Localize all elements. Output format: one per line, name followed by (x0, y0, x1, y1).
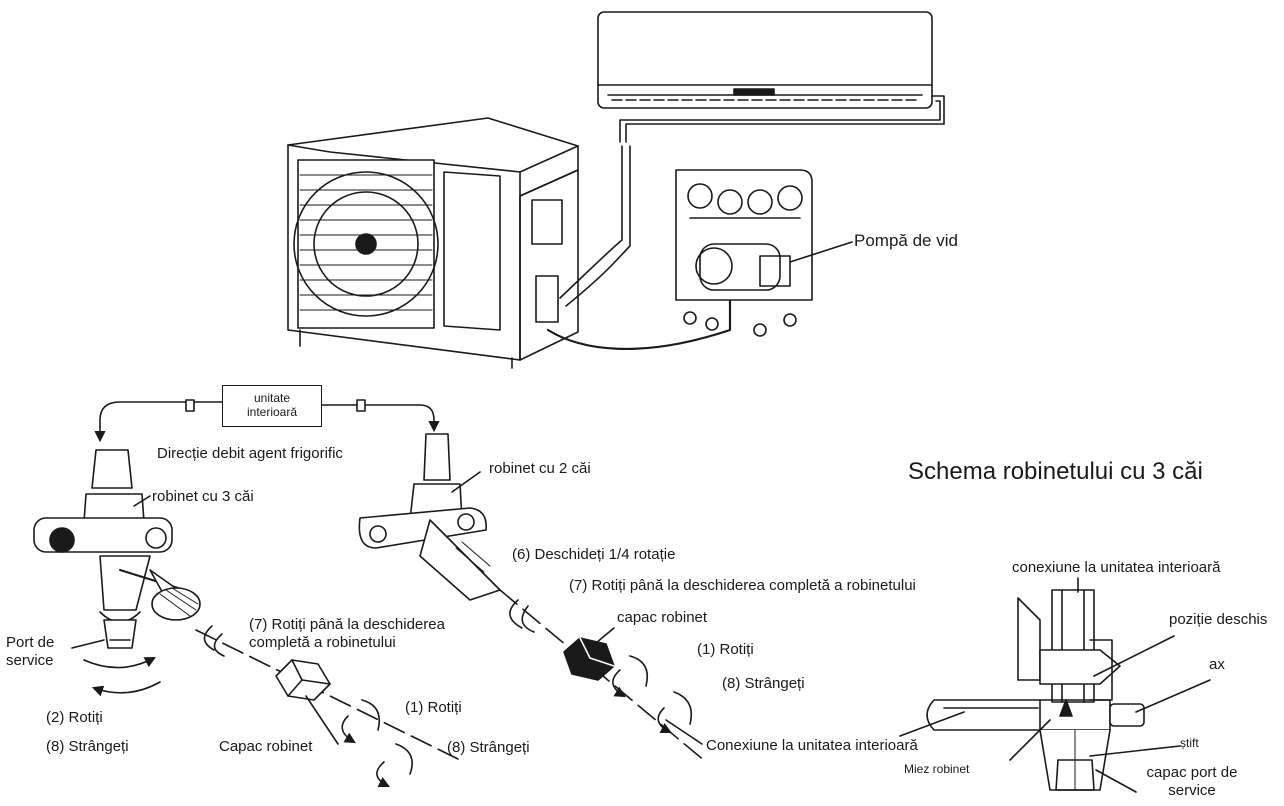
rotate-open-right-label: (7) Rotiți până la deschiderea completă … (569, 577, 916, 594)
outdoor-unit-drawing (287, 117, 579, 369)
valve-cap-right-label: capac robinet (617, 609, 708, 626)
tighten-mid-label: (8) Strângeți (447, 739, 530, 756)
rotate-mid-label: (1) Rotiți (405, 699, 462, 716)
valve-cap-left-drawing (275, 659, 331, 701)
service-port-cap-label: capac port de service (1146, 764, 1238, 799)
shaft-label: ax (1209, 656, 1225, 673)
open-quarter-label: (6) Deschideți 1/4 rotație (512, 546, 676, 563)
valve-cap-right-drawing (563, 637, 615, 681)
rotate-left-label: (2) Rotiți (46, 709, 103, 726)
indoor-connection-mid-label: Conexiune la unitatea interioară (706, 737, 918, 754)
pin-label: știft (1180, 736, 1199, 750)
tighten-left-label: (8) Strângeți (46, 738, 129, 755)
indoor-unit-box: unitate interioară (222, 385, 322, 427)
indoor-connection-schema-label: conexiune la unitatea interioară (1012, 559, 1221, 576)
indoor-unit-drawing (597, 11, 945, 143)
rotate-right-label: (1) Rotiți (697, 641, 754, 658)
three-way-valve-drawing (33, 449, 201, 649)
two-way-valve-label: robinet cu 2 căi (489, 460, 591, 477)
two-way-valve-drawing (358, 433, 501, 601)
tighten-right-label: (8) Strângeți (722, 675, 805, 692)
three-way-valve-label: robinet cu 3 căi (152, 488, 254, 505)
refrigerant-flow-label: Direcție debit agent frigorific (157, 445, 343, 462)
open-position-label: poziție deschis (1169, 611, 1268, 628)
service-port-label: Port de service (6, 634, 55, 669)
three-way-valve-schema-drawing (926, 589, 1145, 791)
valve-core-label: Miez robinet (904, 762, 970, 776)
rotate-open-left-label: (7) Rotiți până la deschiderea completă … (249, 616, 445, 651)
indoor-unit-box-label: unitate interioară (246, 391, 298, 419)
vacuum-pump-label: Pompă de vid (854, 231, 958, 250)
schema-title: Schema robinetului cu 3 căi (908, 458, 1203, 485)
vacuum-pump-drawing (675, 169, 813, 337)
valve-cap-left-label: Capac robinet (219, 738, 313, 755)
